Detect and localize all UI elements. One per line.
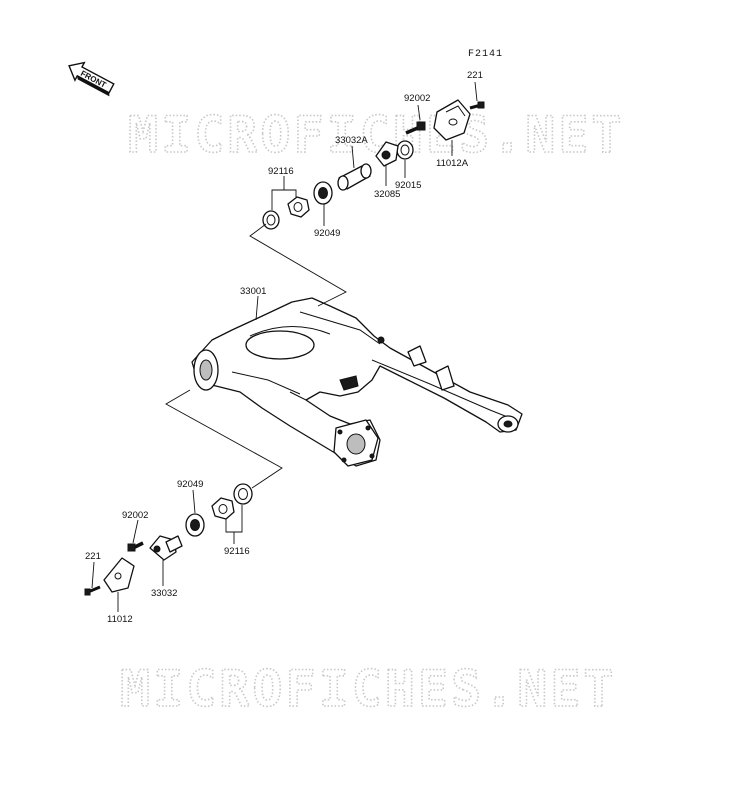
- part-label-92116-top: 92116: [268, 166, 294, 177]
- watermark-top: MICROFICHES.NET: [128, 106, 625, 164]
- part-label-92015: 92015: [395, 180, 421, 191]
- leader-lines: [91, 81, 478, 612]
- collar-92116-top-icon: [262, 210, 280, 230]
- bearing-92049-bottom-icon: [185, 513, 205, 537]
- part-label-11012: 11012: [107, 614, 133, 625]
- part-label-33032A: 33032A: [335, 135, 368, 146]
- part-label-33032: 33032: [151, 588, 177, 599]
- part-label-221-bottom: 221: [85, 551, 101, 562]
- part-label-92002-bottom: 92002: [122, 510, 148, 521]
- bracket-32085-icon: [375, 141, 399, 167]
- cap-11012A-icon: [433, 99, 471, 141]
- bearing-92049-top-icon: [313, 181, 333, 205]
- nut-92116-top-icon: [287, 196, 310, 218]
- bottom-connector-line: [165, 389, 283, 489]
- bolt-92002-bottom-icon: [127, 541, 144, 552]
- front-arrow-icon: FRONT: [68, 61, 115, 97]
- part-label-92002-top: 92002: [404, 93, 430, 104]
- top-connector-line: [249, 223, 347, 307]
- bolt-221-bottom-icon: [84, 585, 101, 596]
- bolt-92002-top-icon: [405, 121, 426, 135]
- part-label-92116-bottom: 92116: [224, 546, 250, 557]
- part-label-92049-top: 92049: [314, 228, 340, 239]
- watermark-bottom: MICROFICHES.NET: [120, 660, 617, 718]
- collar-92116-bottom-icon: [233, 483, 253, 505]
- cap-11012-icon: [103, 557, 135, 593]
- part-label-11012A: 11012A: [436, 158, 469, 169]
- swing-arm-33001-icon: [191, 297, 523, 467]
- pivot-shaft-33032A-icon: [337, 163, 372, 191]
- part-label-92049-bottom: 92049: [177, 479, 203, 490]
- part-label-33001: 33001: [240, 286, 266, 297]
- pivot-33032-icon: [149, 535, 183, 561]
- bolt-221-top-icon: [469, 101, 485, 110]
- seal-92015-icon: [396, 140, 414, 160]
- nut-92116-bottom-icon: [211, 497, 235, 520]
- figure-code: F2141: [468, 49, 503, 60]
- part-label-221-top: 221: [467, 70, 483, 81]
- part-label-32085: 32085: [374, 189, 400, 200]
